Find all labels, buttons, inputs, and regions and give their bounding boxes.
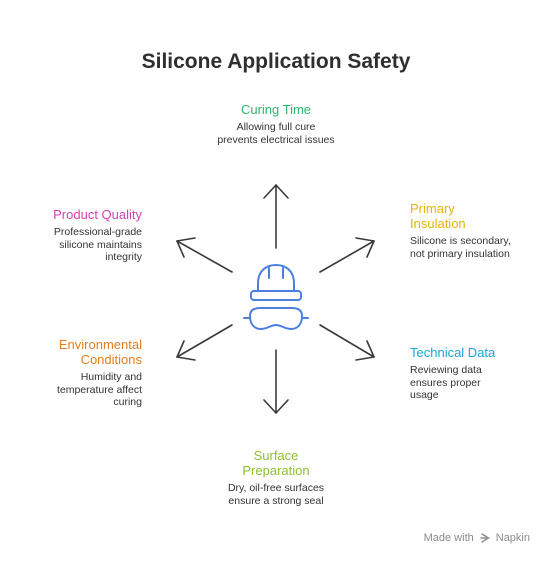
node-surface-preparation: Surface Preparation Dry, oil-free surfac… bbox=[206, 448, 346, 507]
node-title: Surface Preparation bbox=[242, 448, 310, 478]
arrow-up-left-icon bbox=[176, 237, 233, 273]
page-title: Silicone Application Safety bbox=[141, 50, 411, 73]
hardhat-goggles-icon bbox=[243, 264, 309, 330]
node-curing-time: Curing Time Allowing full cure prevents … bbox=[196, 102, 356, 146]
node-title: Product Quality bbox=[53, 207, 142, 222]
node-description: Silicone is secondary, not primary insul… bbox=[410, 235, 511, 260]
node-title: Curing Time bbox=[240, 102, 312, 117]
napkin-brand-label: Napkin bbox=[495, 532, 530, 544]
node-product-quality: Product Quality Professional-grade silic… bbox=[22, 207, 142, 264]
arrow-down-left-icon bbox=[176, 324, 233, 361]
node-description: Humidity and temperature affect curing bbox=[56, 371, 142, 408]
node-description: Professional-grade silicone maintains in… bbox=[53, 226, 142, 263]
arrow-up-icon bbox=[263, 184, 289, 249]
node-title: Environmental Conditions bbox=[58, 337, 142, 367]
arrow-down-right-icon bbox=[319, 324, 375, 361]
node-title: Technical Data bbox=[410, 345, 496, 360]
node-environmental-conditions: Environmental Conditions Humidity and te… bbox=[22, 337, 142, 409]
node-description: Dry, oil-free surfaces ensure a strong s… bbox=[227, 482, 325, 507]
node-description: Reviewing data ensures proper usage bbox=[410, 364, 482, 401]
made-with-label: Made with bbox=[423, 532, 474, 544]
made-with-napkin[interactable]: Made with Napkin bbox=[424, 532, 530, 544]
node-technical-data: Technical Data Reviewing data ensures pr… bbox=[410, 345, 520, 402]
arrow-down-icon bbox=[263, 349, 289, 414]
napkin-logo-icon bbox=[480, 533, 490, 543]
arrow-up-right-icon bbox=[319, 237, 375, 273]
node-primary-insulation: Primary Insulation Silicone is secondary… bbox=[410, 201, 520, 260]
node-description: Allowing full cure prevents electrical i… bbox=[217, 121, 335, 146]
node-title: Primary Insulation bbox=[410, 201, 466, 231]
